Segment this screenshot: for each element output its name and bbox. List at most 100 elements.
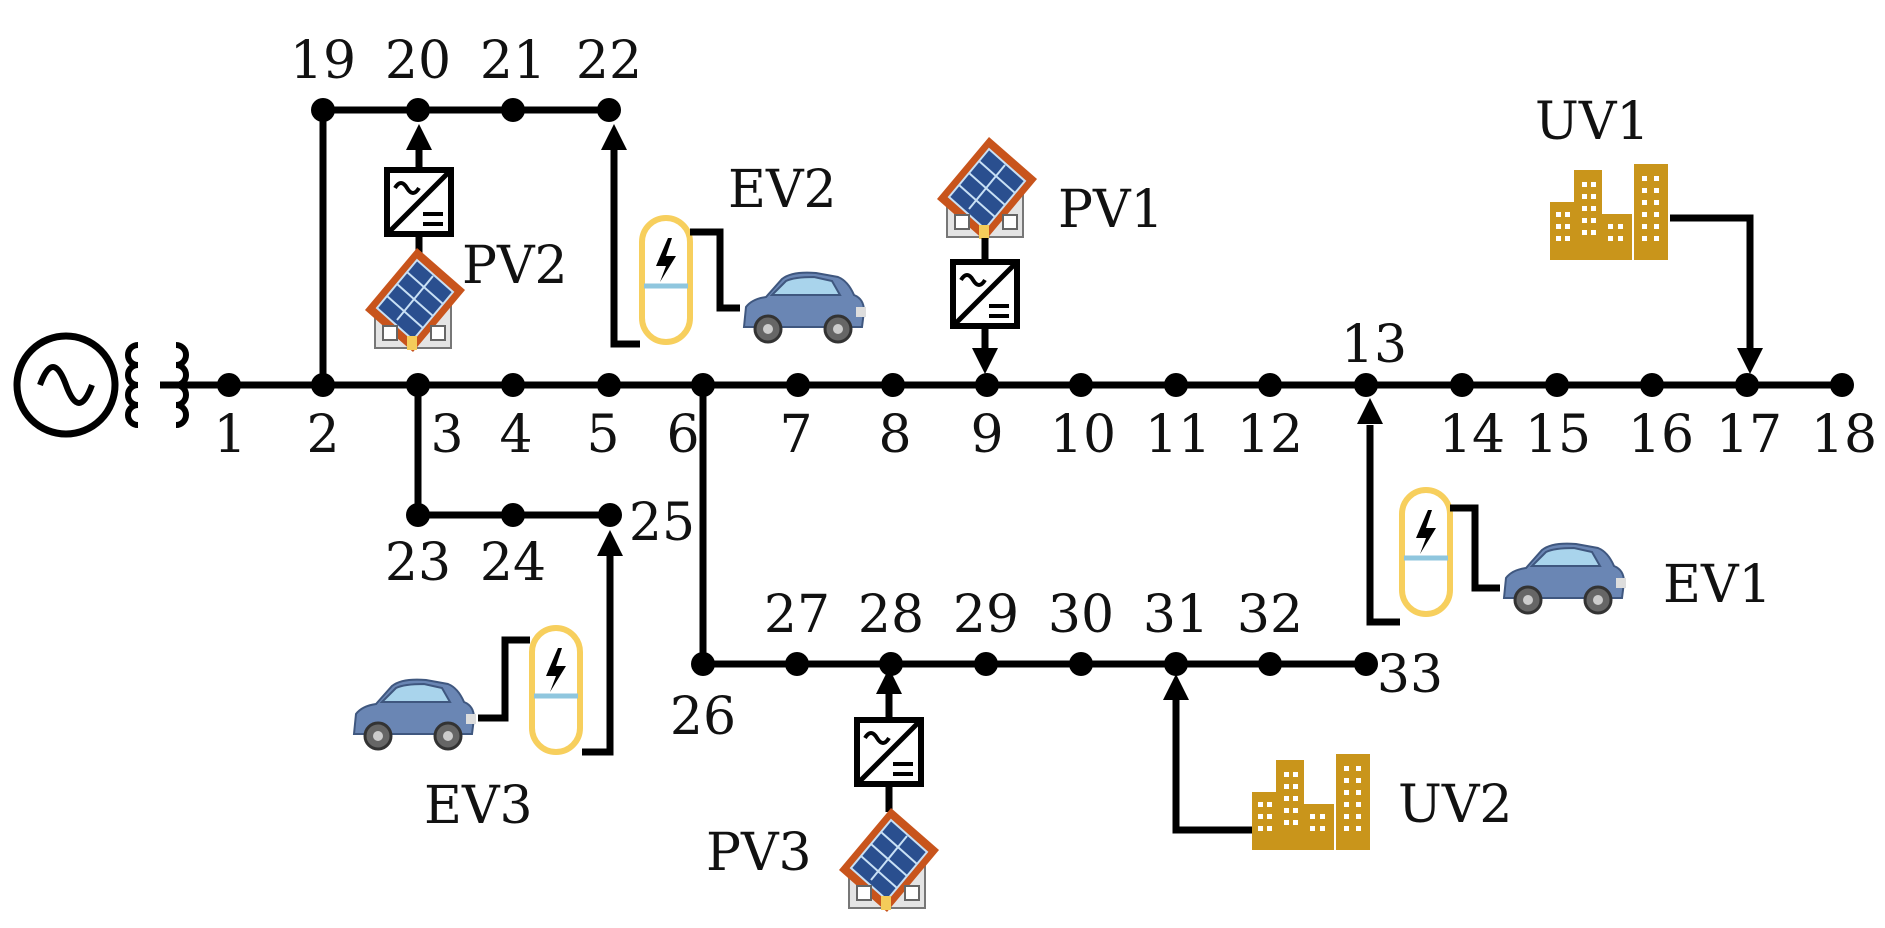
inverter-icon — [953, 262, 1017, 326]
bus-node-7 — [786, 373, 810, 397]
bus-node-18 — [1830, 373, 1854, 397]
pv2-label: PV2 — [462, 236, 568, 296]
bus-node-33 — [1354, 652, 1378, 676]
pv3-group — [838, 668, 940, 913]
bus-node-label-11: 11 — [1145, 405, 1211, 465]
ev-charger-icon — [532, 628, 580, 752]
bus-node-26 — [691, 652, 715, 676]
bus-node-label-20: 20 — [385, 31, 451, 91]
bus-node-1 — [217, 373, 241, 397]
bus-node-label-7: 7 — [779, 405, 812, 465]
bus-node-11 — [1164, 373, 1188, 397]
transformer-icon — [125, 342, 189, 428]
ev1-group — [1357, 398, 1628, 626]
uv2-group — [1163, 674, 1370, 850]
bus-node-label-32: 32 — [1237, 585, 1303, 645]
bus-node-2 — [311, 373, 335, 397]
bus-node-label-19: 19 — [290, 31, 356, 91]
ev2-group — [601, 124, 868, 348]
bus-node-label-15: 15 — [1525, 405, 1591, 465]
bus-node-label-4: 4 — [499, 405, 532, 465]
bus-node-label-25: 25 — [629, 493, 695, 553]
bus-node-6 — [691, 373, 715, 397]
bus-node-31 — [1164, 652, 1188, 676]
bus-node-12 — [1258, 373, 1282, 397]
bus-node-14 — [1450, 373, 1474, 397]
bus-node-15 — [1545, 373, 1569, 397]
bus-node-13 — [1354, 373, 1378, 397]
bus-node-label-3: 3 — [430, 405, 463, 465]
bus-node-label-16: 16 — [1628, 405, 1694, 465]
bus-node-label-8: 8 — [878, 405, 911, 465]
bus-node-label-22: 22 — [576, 31, 642, 91]
inverter-icon — [857, 720, 921, 784]
bus-node-24 — [501, 503, 525, 527]
bus-node-label-6: 6 — [666, 405, 699, 465]
ev1-label: EV1 — [1663, 555, 1772, 615]
inverter-icon — [387, 170, 451, 234]
bus-node-label-9: 9 — [970, 405, 1003, 465]
bus-node-3 — [406, 373, 430, 397]
bus-node-20 — [406, 98, 430, 122]
ev-charger-icon — [642, 218, 690, 342]
bus-node-16 — [1640, 373, 1664, 397]
bus-node-label-14: 14 — [1439, 405, 1505, 465]
pv2-group — [364, 124, 466, 353]
bus-node-22 — [597, 98, 621, 122]
bus-node-label-33: 33 — [1377, 645, 1443, 705]
pv3-label: PV3 — [706, 823, 812, 883]
bus-node-label-18: 18 — [1811, 405, 1877, 465]
bus-node-label-24: 24 — [480, 533, 546, 593]
bus-node-5 — [597, 373, 621, 397]
bus-node-23 — [406, 503, 430, 527]
pv1-label: PV1 — [1058, 180, 1164, 240]
bus-node-9 — [975, 373, 999, 397]
house-solar-icon — [364, 247, 466, 353]
uv1-label: UV1 — [1535, 92, 1649, 152]
bus-node-label-21: 21 — [480, 31, 546, 91]
bus-node-label-13: 13 — [1341, 315, 1407, 375]
bus-node-8 — [881, 373, 905, 397]
bus-node-17 — [1735, 373, 1759, 397]
bus-node-25 — [598, 503, 622, 527]
ev-charger-icon — [1402, 490, 1450, 614]
bus-node-label-26: 26 — [670, 687, 736, 747]
ev3-label: EV3 — [424, 776, 533, 836]
building-icon — [1252, 754, 1370, 850]
bus-node-label-1: 1 — [213, 405, 246, 465]
bus-node-label-31: 31 — [1143, 585, 1209, 645]
bus-node-label-27: 27 — [764, 585, 830, 645]
bus-node-label-2: 2 — [306, 405, 339, 465]
car-icon — [352, 678, 478, 751]
bus-node-label-10: 10 — [1050, 405, 1116, 465]
bus-node-29 — [974, 652, 998, 676]
building-icon — [1550, 164, 1668, 260]
bus-node-label-5: 5 — [586, 405, 619, 465]
bus-node-label-12: 12 — [1237, 405, 1303, 465]
bus-node-28 — [879, 652, 903, 676]
bus-node-19 — [311, 98, 335, 122]
bus-node-label-28: 28 — [858, 585, 924, 645]
uv1-group — [1550, 164, 1763, 374]
bus-node-label-30: 30 — [1048, 585, 1114, 645]
bus-node-label-29: 29 — [953, 585, 1019, 645]
house-solar-icon — [838, 807, 940, 913]
ev2-label: EV2 — [728, 160, 837, 220]
bus-node-30 — [1069, 652, 1093, 676]
bus-node-label-17: 17 — [1716, 405, 1782, 465]
bus-node-10 — [1069, 373, 1093, 397]
car-icon — [742, 271, 868, 344]
bus-node-label-23: 23 — [385, 533, 451, 593]
house-solar-icon — [936, 136, 1038, 242]
uv2-label: UV2 — [1398, 775, 1512, 835]
car-icon — [1502, 542, 1628, 615]
bus-node-4 — [501, 373, 525, 397]
ev3-group — [352, 530, 623, 756]
bus-node-27 — [785, 652, 809, 676]
pv1-group — [936, 136, 1038, 374]
bus-node-32 — [1258, 652, 1282, 676]
bus-node-21 — [501, 98, 525, 122]
